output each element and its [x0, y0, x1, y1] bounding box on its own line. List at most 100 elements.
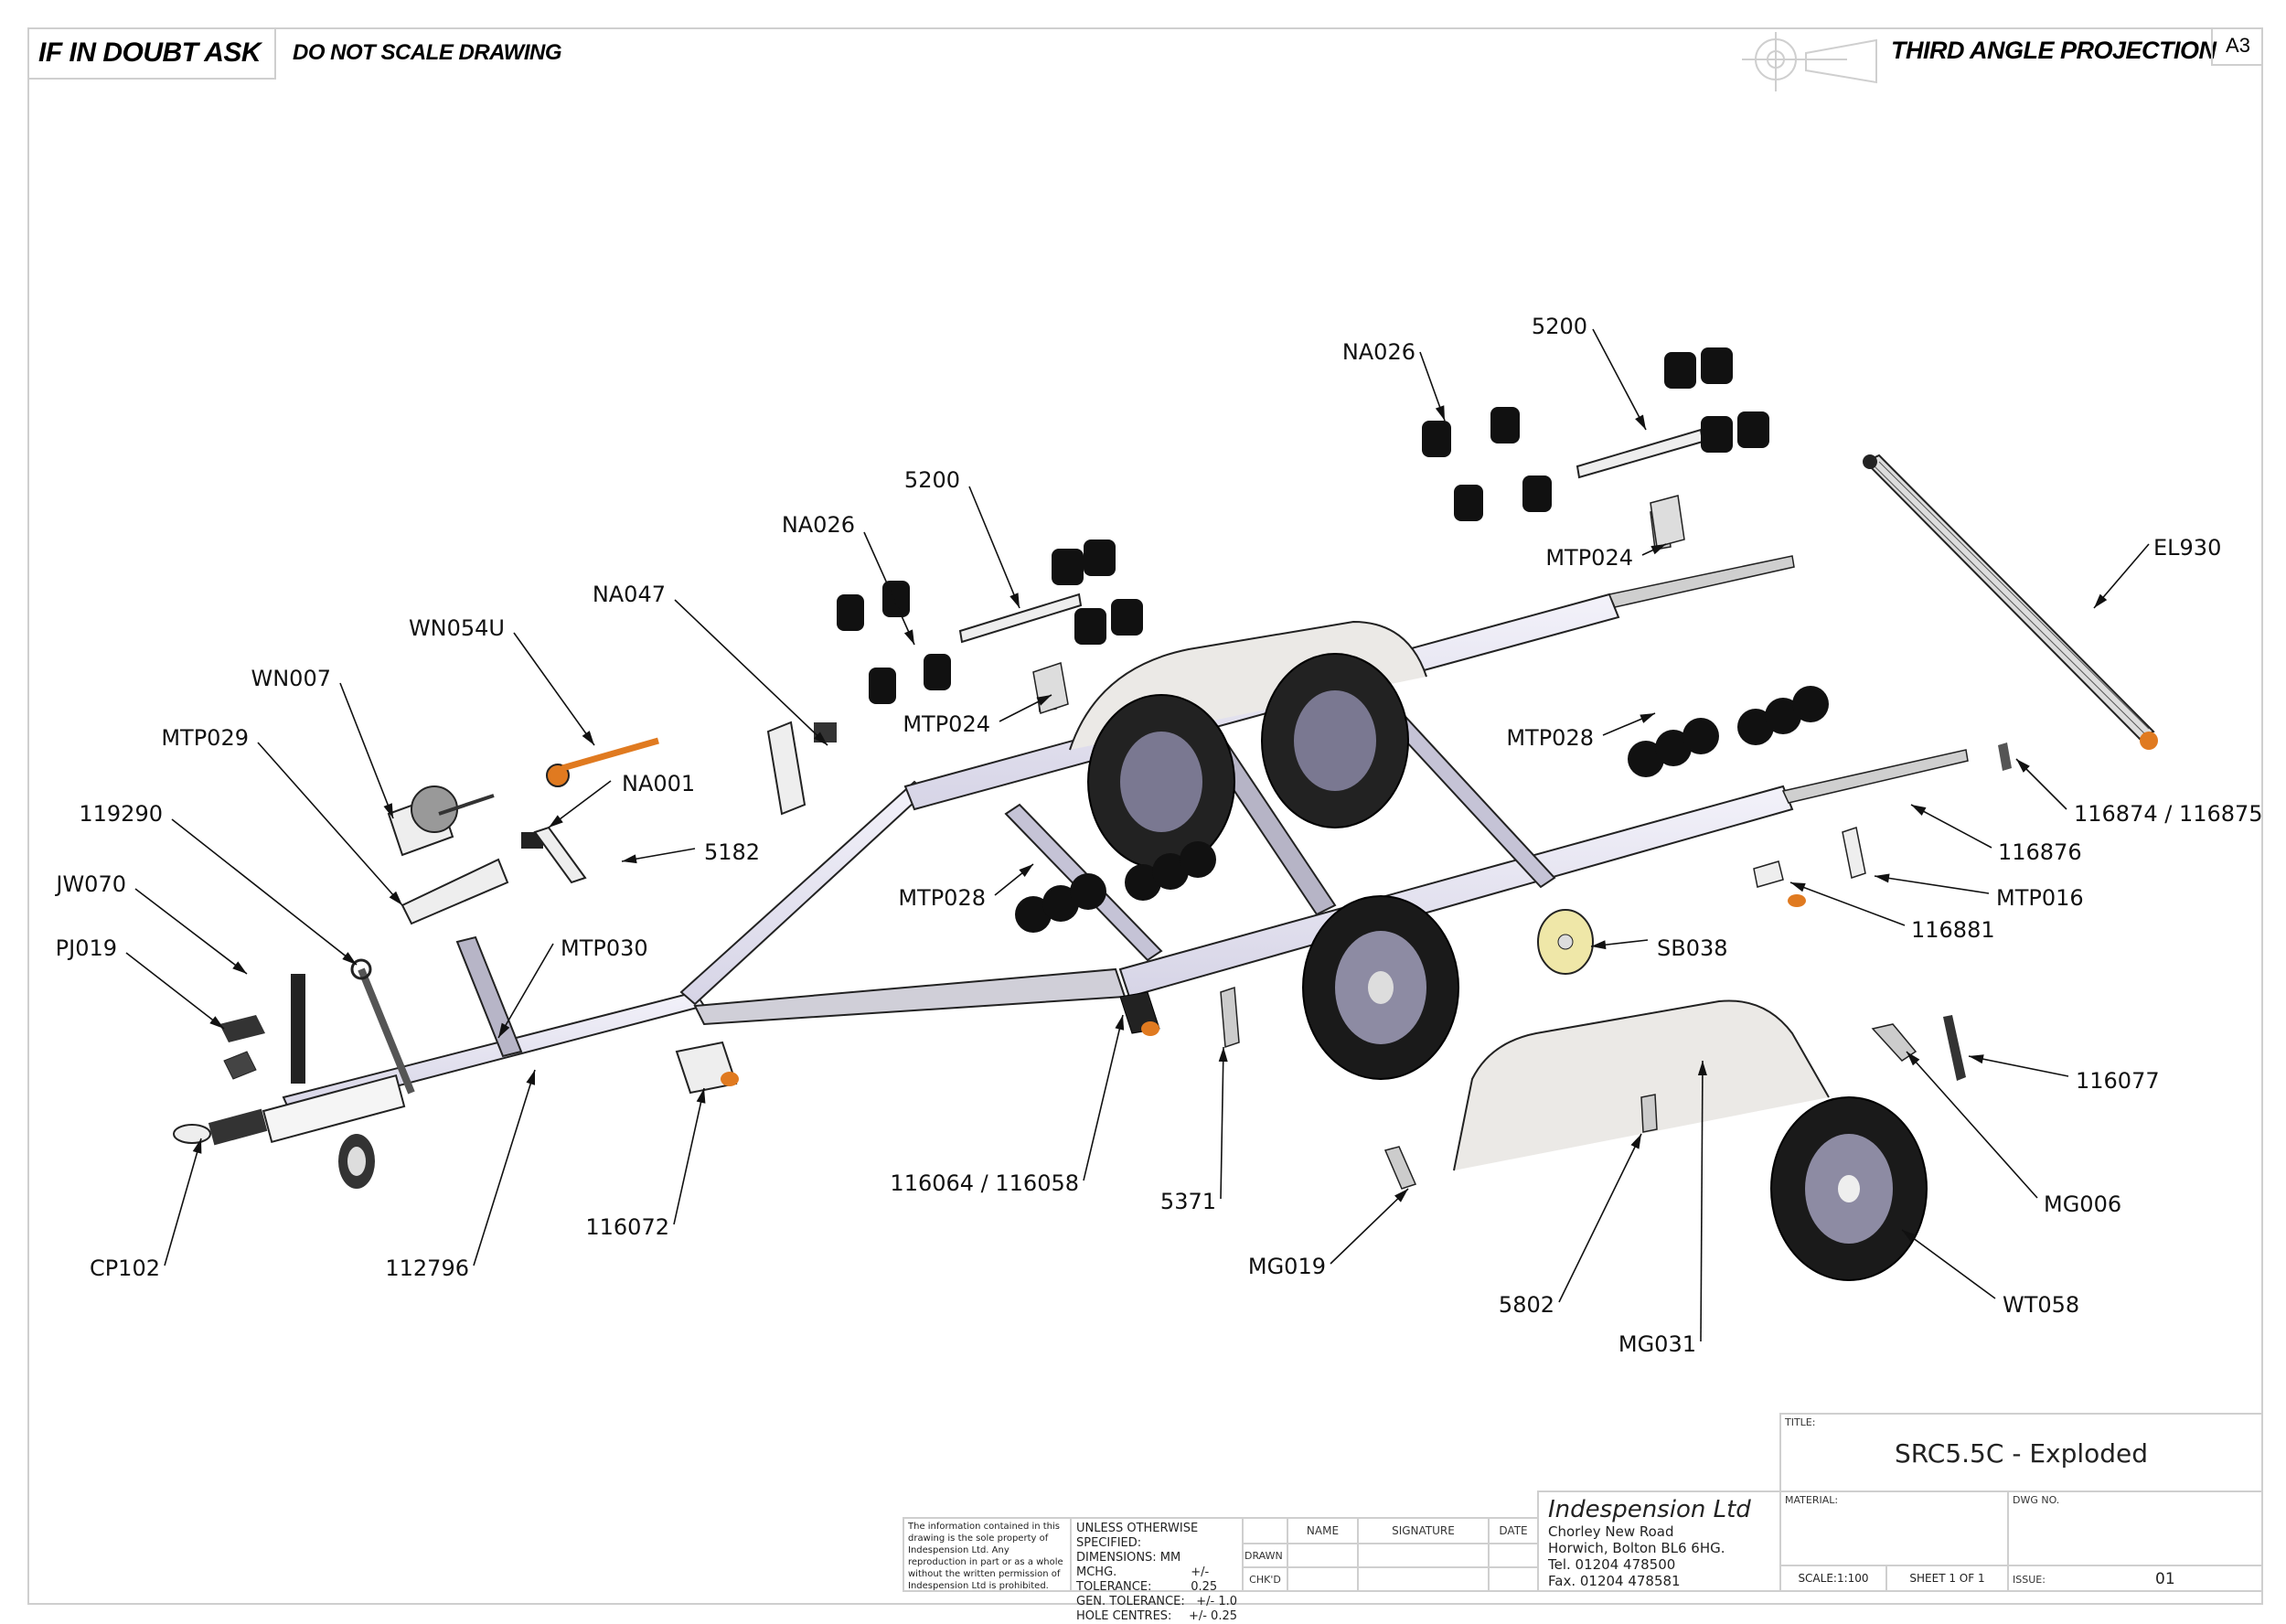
callout-el930: EL930 — [2093, 535, 2221, 609]
leader-arrow — [1640, 713, 1655, 723]
callout-pj019: PJ019 — [56, 935, 225, 1030]
callout-label: MTP028 — [898, 885, 986, 911]
mudguard-stay — [1640, 1094, 1658, 1133]
do-not-scale-text: DO NOT SCALE DRAWING — [293, 40, 562, 65]
callout-label: MTP016 — [1996, 885, 2084, 911]
tolerance-value: +/- 0.25 — [1188, 1609, 1237, 1623]
leader-line — [1874, 875, 1990, 894]
tolerance-row: HOLE CENTRES:+/- 0.25 — [1076, 1609, 1237, 1624]
company-tel: Tel. 01204 478500 — [1548, 1556, 1676, 1573]
leader-arrow — [1435, 405, 1445, 421]
callout-label: 5182 — [704, 839, 760, 865]
leader-line — [1901, 1229, 1996, 1299]
front-marker-lens — [721, 1072, 739, 1086]
company-box: Indespension Ltd Chorley New Road Horwic… — [1537, 1490, 1781, 1592]
callout-jw070: JW070 — [54, 871, 248, 975]
callout-na001: NA001 — [548, 771, 695, 828]
leader-arrow — [1635, 414, 1646, 430]
signoff-table: NAME SIGNATURE DATE DRAWN CHK'D — [1242, 1517, 1539, 1592]
sheet-box: SHEET 1 OF 1 — [1885, 1565, 2009, 1592]
leader-arrow — [549, 815, 563, 828]
callout-mtp030: MTP030 — [497, 935, 648, 1039]
callout-label: CP102 — [90, 1255, 160, 1281]
callout-mg006: MG006 — [1906, 1051, 2121, 1217]
callout-label: WN007 — [251, 666, 332, 691]
callout-mtp028-b: MTP028 — [1506, 712, 1656, 751]
drawn-signature-cell[interactable] — [1356, 1543, 1490, 1568]
callout-116077: 116077 — [1968, 1054, 2160, 1094]
brake-hub-center — [1557, 934, 1574, 950]
callout-label: JW070 — [54, 871, 126, 897]
drawn-name-cell[interactable] — [1287, 1543, 1359, 1568]
paper-size-box: A3 — [2211, 27, 2263, 66]
callout-label: EL930 — [2153, 535, 2221, 561]
third-angle-projection-icon — [1742, 32, 1877, 91]
callout-mtp024-b: MTP024 — [1545, 543, 1667, 571]
callout-label: MG031 — [1618, 1331, 1696, 1357]
drawing-title: SRC5.5C - Exploded — [1894, 1438, 2149, 1469]
copyright-box: The information contained in this drawin… — [903, 1517, 1072, 1592]
leader-line — [1220, 1046, 1224, 1200]
leader-line — [968, 486, 1020, 609]
upper-extension-rail — [1608, 555, 1795, 608]
callout-112796: 112796 — [385, 1069, 536, 1281]
callout-119290: 119290 — [79, 801, 358, 966]
signoff-row-drawn: DRAWN — [1242, 1543, 1288, 1568]
leader-arrow — [1907, 1052, 1920, 1066]
material-box: MATERIAL: — [1779, 1490, 2009, 1566]
callout-5200-a: 5200 — [904, 467, 1020, 609]
leader-arrow — [1697, 1061, 1707, 1076]
leader-arrow — [1790, 882, 1806, 892]
callout-label: 116874 / 116875 — [2074, 801, 2263, 827]
callout-na047: NA047 — [593, 582, 828, 746]
snubber-bracket — [533, 826, 587, 884]
leader-line — [171, 818, 358, 966]
light-board — [1863, 454, 2158, 750]
light-bracket — [1842, 827, 1866, 879]
callout-5200-b: 5200 — [1532, 314, 1647, 431]
leader-line — [1083, 1014, 1124, 1181]
leader-arrow — [232, 961, 247, 974]
leader-line — [1968, 1055, 2069, 1077]
coupling-handle — [223, 1051, 257, 1080]
leader-arrow — [1019, 864, 1033, 877]
drawing-frame — [27, 27, 2263, 1605]
leader-arrow — [383, 803, 393, 818]
mudguard-bracket-right — [1871, 1023, 1917, 1062]
mounted-wheels — [1087, 653, 1459, 1080]
leader-arrow — [1115, 1015, 1125, 1031]
leader-arrow — [389, 891, 402, 905]
leader-arrow — [1875, 873, 1890, 883]
leader-line — [513, 632, 595, 746]
loose-wheel-hub — [1838, 1175, 1860, 1202]
callout-label: 5200 — [1532, 314, 1587, 339]
callout-label: 5802 — [1499, 1292, 1554, 1318]
callout-label: MTP029 — [161, 725, 249, 751]
callout-mtp016: MTP016 — [1874, 873, 2084, 911]
handbrake-lever — [358, 967, 415, 1095]
checked-name-cell[interactable] — [1287, 1566, 1359, 1592]
callout-116881: 116881 — [1789, 881, 1995, 943]
leader-line — [134, 888, 248, 975]
checked-signature-cell[interactable] — [1356, 1566, 1490, 1592]
copyright-text: The information contained in this drawin… — [908, 1522, 1063, 1591]
tolerance-row: GEN. TOLERANCE:+/- 1.0 — [1076, 1595, 1237, 1609]
leader-arrow — [1591, 940, 1607, 950]
tolerance-label: GEN. TOLERANCE: — [1076, 1595, 1185, 1608]
scale-box: SCALE:1:100 — [1779, 1565, 1887, 1592]
leader-line — [673, 1087, 705, 1225]
checked-date-cell[interactable] — [1488, 1566, 1539, 1592]
number-plate — [1943, 1015, 1966, 1081]
tolerance-row: MCHG. TOLERANCE:+/- 0.25 — [1076, 1565, 1237, 1595]
leader-line — [125, 952, 225, 1030]
leader-line — [674, 599, 828, 746]
leader-arrow — [1911, 805, 1927, 816]
loose-mudguard — [1453, 999, 1830, 1171]
leader-line — [1789, 881, 1906, 926]
leader-arrow — [498, 1022, 510, 1038]
drawn-date-cell[interactable] — [1488, 1543, 1539, 1568]
leader-line — [164, 1138, 202, 1266]
winch-strap — [546, 737, 659, 787]
callout-5802: 5802 — [1499, 1133, 1642, 1318]
callout-label: 116077 — [2076, 1068, 2160, 1094]
